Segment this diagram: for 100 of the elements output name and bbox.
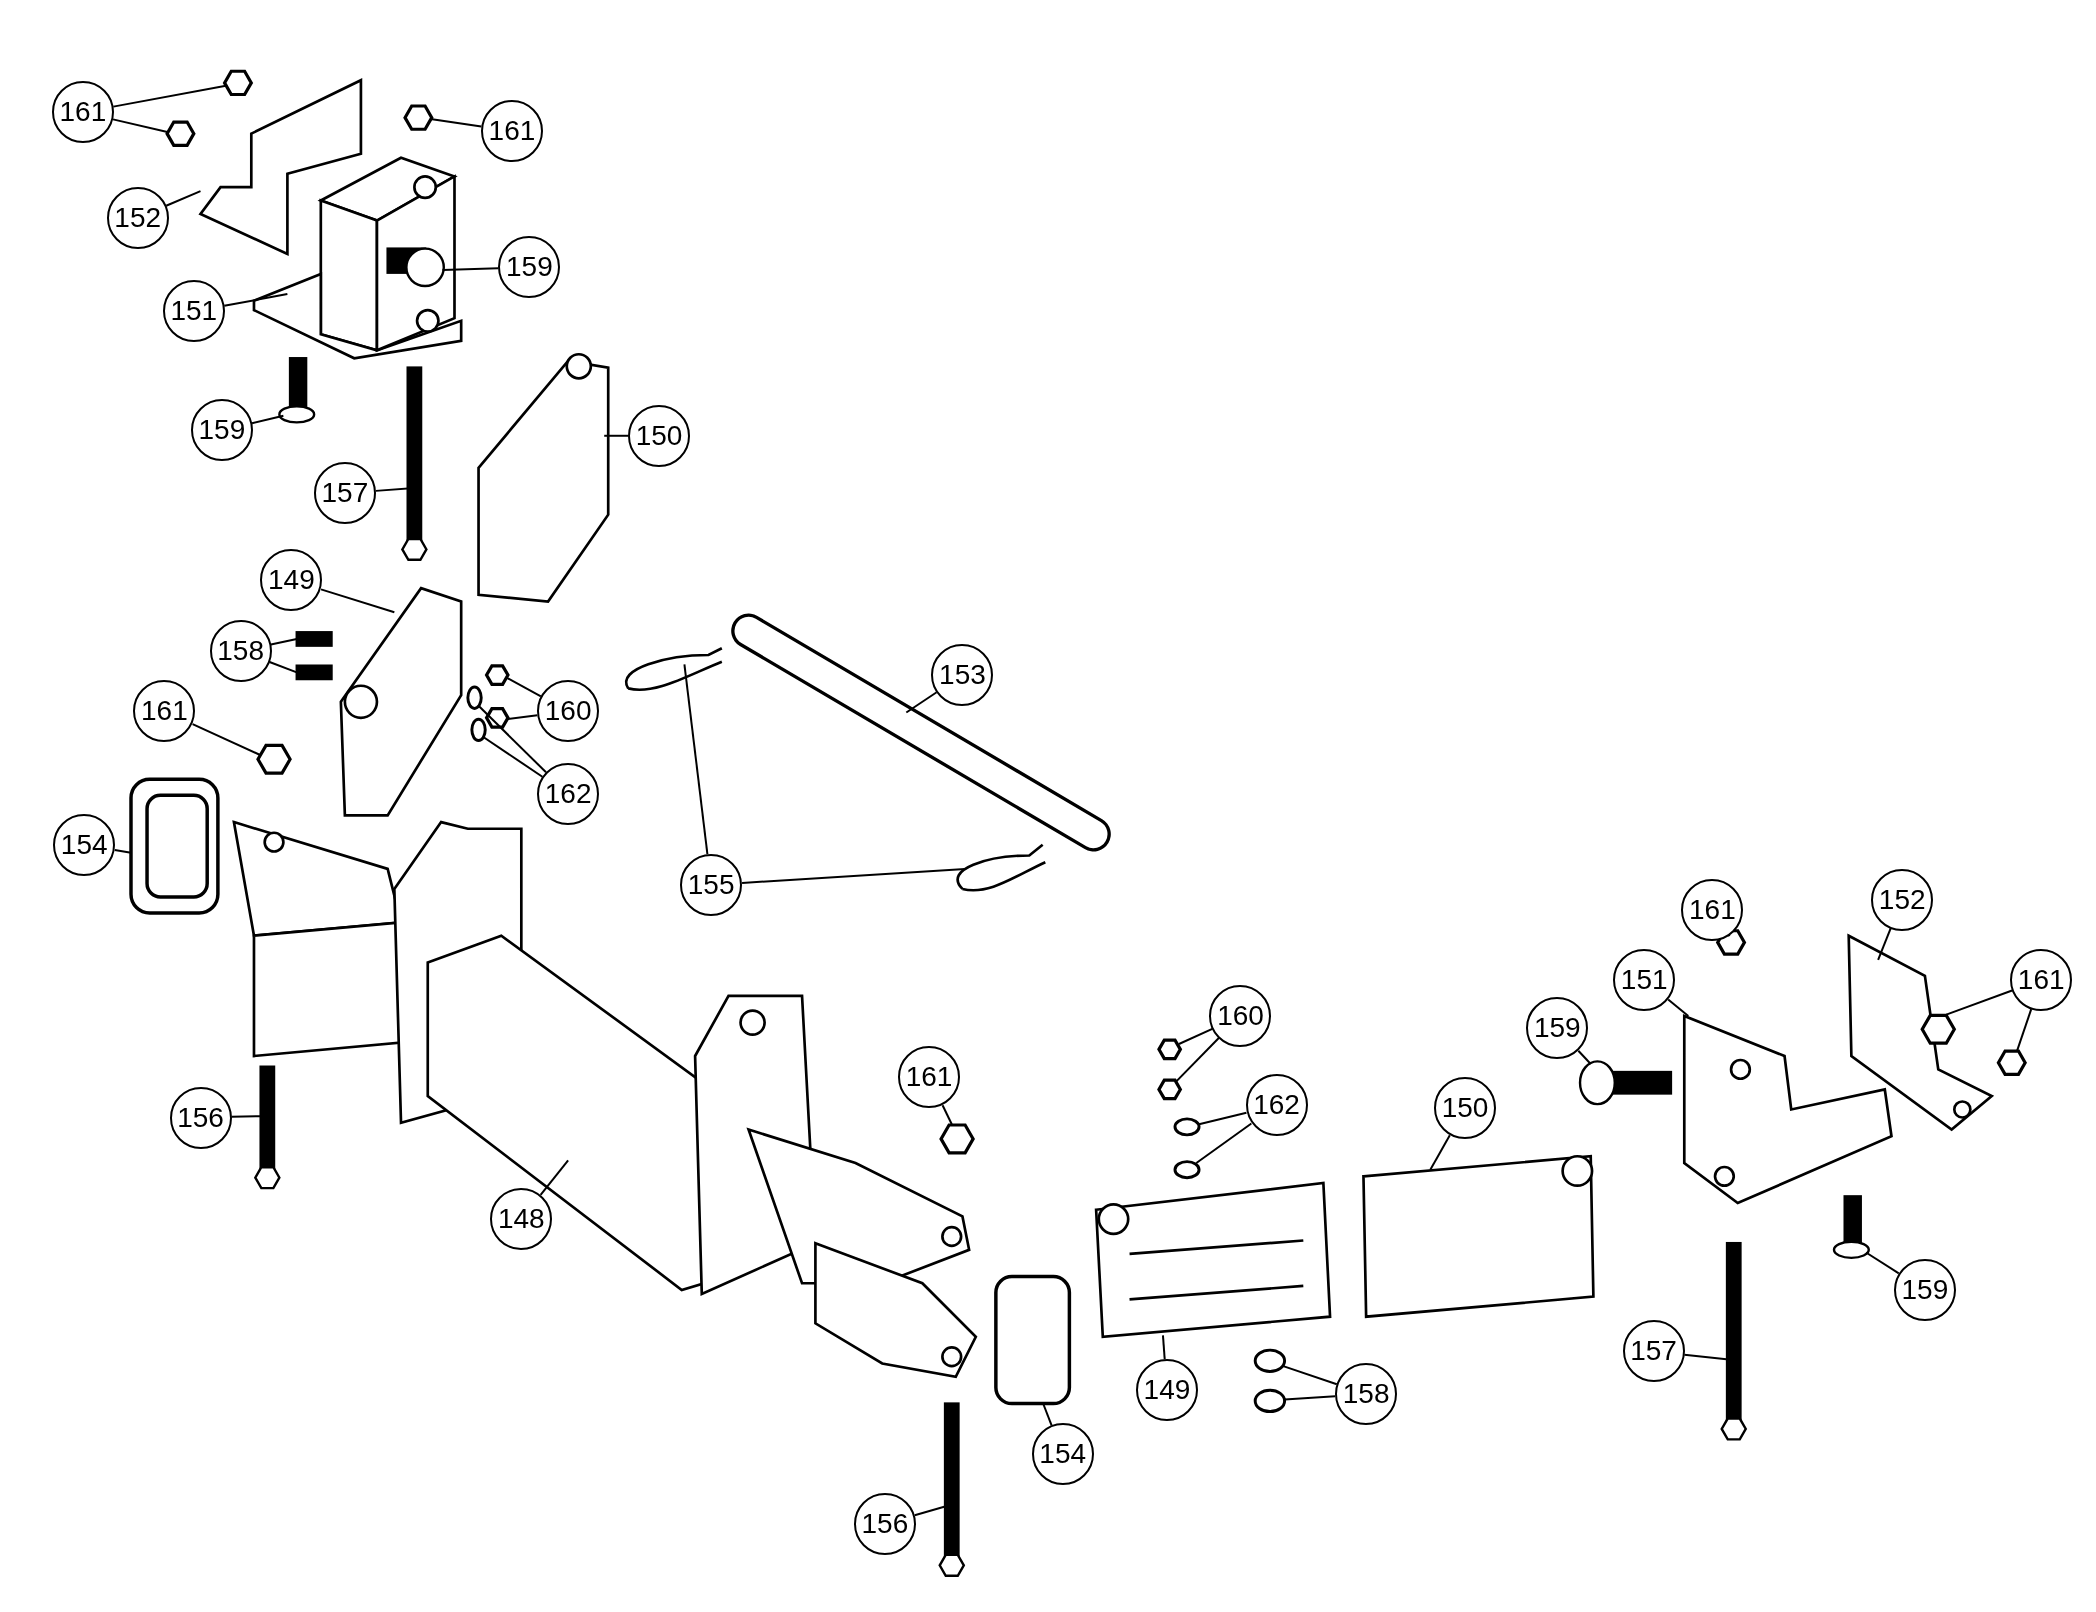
leader-line bbox=[1175, 1037, 1220, 1083]
washer-drawing bbox=[1173, 1117, 1201, 1137]
bolt-drawing bbox=[1832, 1195, 1870, 1260]
leader-line bbox=[230, 1115, 262, 1118]
nut-drawing bbox=[1157, 1078, 1183, 1101]
callout-number: 159 bbox=[1893, 1258, 1956, 1321]
hinge-plate-drawing bbox=[1094, 1181, 1332, 1339]
callout-number: 162 bbox=[537, 763, 600, 825]
leader-line bbox=[441, 267, 500, 271]
callout-number: 159 bbox=[190, 399, 253, 462]
pin-drawing bbox=[731, 613, 1111, 852]
bolt-drawing bbox=[1578, 1060, 1673, 1106]
leader-line bbox=[1198, 1111, 1248, 1126]
callout-number: 150 bbox=[628, 404, 690, 467]
leader-line bbox=[905, 691, 938, 714]
leader-line bbox=[1178, 1027, 1214, 1045]
callout-number: 154 bbox=[53, 813, 116, 876]
nut-drawing bbox=[1996, 1049, 2027, 1076]
leader-line bbox=[683, 663, 709, 856]
callout-number: 161 bbox=[480, 100, 543, 162]
leader-line bbox=[1282, 1365, 1338, 1386]
screw-drawing bbox=[295, 664, 333, 681]
leader-line bbox=[112, 118, 170, 134]
clip-drawing bbox=[624, 647, 724, 692]
leader-line bbox=[165, 190, 202, 207]
callout-number: 152 bbox=[106, 186, 169, 249]
bolt-drawing bbox=[386, 247, 445, 288]
screw-drawing bbox=[295, 631, 333, 647]
leader-line bbox=[1161, 1334, 1166, 1361]
nut-drawing bbox=[484, 707, 510, 729]
leader-line bbox=[2016, 1008, 2033, 1052]
callout-number: 162 bbox=[1245, 1074, 1308, 1137]
leader-line bbox=[1945, 989, 2014, 1016]
leader-line bbox=[1195, 1122, 1253, 1164]
leader-line bbox=[941, 1104, 953, 1126]
washer-drawing bbox=[1173, 1160, 1201, 1180]
leader-line bbox=[251, 414, 285, 425]
leader-line bbox=[223, 293, 289, 307]
bracket-drawing bbox=[198, 78, 363, 257]
nut-drawing bbox=[256, 743, 292, 775]
nut-drawing bbox=[222, 69, 254, 97]
callout-number: 156 bbox=[853, 1492, 916, 1555]
screw-drawing bbox=[1253, 1348, 1287, 1373]
callout-number: 161 bbox=[1681, 879, 1744, 942]
callout-number: 160 bbox=[1209, 984, 1272, 1047]
leader-line bbox=[269, 637, 298, 646]
callout-number: 158 bbox=[209, 620, 272, 682]
callout-number: 150 bbox=[1434, 1077, 1497, 1140]
leader-line bbox=[741, 867, 967, 884]
nut-drawing bbox=[1157, 1038, 1183, 1061]
bolt-drawing bbox=[400, 366, 428, 562]
leader-line bbox=[539, 1159, 570, 1196]
bolt-drawing bbox=[278, 357, 316, 424]
callout-number: 161 bbox=[133, 680, 196, 743]
callout-number: 149 bbox=[1135, 1359, 1198, 1422]
callout-number: 149 bbox=[260, 549, 323, 612]
hinge-plate-drawing bbox=[339, 586, 463, 817]
frame-drawing bbox=[232, 820, 978, 1379]
callout-number: 161 bbox=[51, 81, 114, 144]
callout-number: 151 bbox=[1613, 948, 1676, 1011]
callout-number: 161 bbox=[2010, 948, 2073, 1011]
end-cap-drawing bbox=[994, 1274, 1072, 1406]
leader-line bbox=[1283, 1395, 1337, 1401]
leader-line bbox=[603, 434, 629, 437]
leader-line bbox=[505, 714, 539, 721]
leader-line bbox=[505, 676, 542, 698]
washer-drawing bbox=[466, 685, 483, 710]
nut-drawing bbox=[403, 104, 434, 131]
clip-drawing bbox=[956, 843, 1047, 892]
leader-line bbox=[429, 117, 483, 128]
bolt-drawing bbox=[938, 1402, 966, 1577]
end-cap-drawing bbox=[129, 777, 220, 915]
leader-line bbox=[913, 1505, 947, 1517]
leader-line bbox=[1577, 1049, 1592, 1066]
leader-line bbox=[1865, 1251, 1900, 1275]
leader-line bbox=[112, 84, 229, 108]
callout-number: 159 bbox=[498, 236, 561, 299]
callout-number: 158 bbox=[1335, 1363, 1398, 1426]
leader-line bbox=[113, 849, 132, 854]
bracket-drawing bbox=[1682, 1013, 1893, 1205]
leader-line bbox=[1877, 927, 1892, 961]
callout-number: 154 bbox=[1031, 1423, 1094, 1486]
callout-number: 151 bbox=[162, 280, 225, 343]
callout-number: 159 bbox=[1526, 996, 1589, 1059]
callout-number: 157 bbox=[313, 462, 376, 525]
nut-drawing bbox=[1920, 1013, 1957, 1045]
leader-line bbox=[1429, 1134, 1451, 1171]
leader-line bbox=[191, 723, 262, 757]
bolt-drawing bbox=[1720, 1241, 1748, 1441]
leader-line bbox=[268, 661, 298, 674]
bracket-drawing bbox=[477, 352, 610, 603]
bracket-drawing bbox=[1847, 933, 1995, 1132]
callout-number: 156 bbox=[169, 1086, 232, 1149]
washer-drawing bbox=[470, 717, 487, 742]
leader-line bbox=[320, 588, 396, 614]
nut-drawing bbox=[165, 120, 196, 147]
bracket-drawing bbox=[252, 156, 463, 360]
callout-number: 157 bbox=[1622, 1320, 1685, 1383]
leader-line bbox=[481, 735, 544, 778]
leader-line bbox=[1667, 998, 1690, 1017]
